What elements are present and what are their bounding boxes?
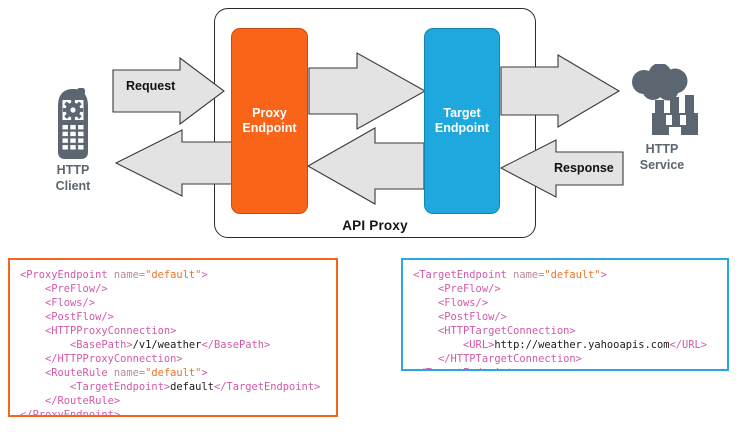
target-endpoint-code-panel[interactable]: <TargetEndpoint name="default"> <PreFlow… [401,258,729,371]
code-token-attr: name= [513,269,545,281]
target-endpoint-node[interactable]: Target Endpoint [424,28,500,214]
code-token-tag: <HTTPTargetConnection> [413,325,576,337]
code-token-attr: name= [113,367,146,379]
code-token-tag: <TargetEndpoint [413,269,514,281]
code-token-tag: > [201,269,208,281]
factory-cloud-icon [632,64,698,136]
proxy-endpoint-node[interactable]: Proxy Endpoint [231,28,308,214]
code-token-tag: </RouteRule> [20,395,121,407]
arrow-label-request: Request [126,79,176,93]
factory-shape [652,95,698,136]
code-token-tag: <PreFlow/> [20,283,108,295]
code-token-txt: http://weather.yahooapis.com [494,339,670,351]
code-token-tag: </TargetEndpoint> [413,367,519,369]
code-token-tag: </TargetEndpoint> [213,381,321,393]
arrow-label-response: Response [554,161,614,175]
code-token-val: "default" [145,367,202,379]
code-token-tag: <HTTPProxyConnection> [20,325,177,337]
code-token-tag: </ProxyEndpoint> [20,409,121,417]
code-token-tag: <TargetEndpoint> [20,381,171,393]
code-token-tag: <ProxyEndpoint [20,269,114,281]
proxy-endpoint-code-panel[interactable]: <ProxyEndpoint name="default"> <PreFlow/… [8,258,338,417]
code-token-tag: <Flows/> [413,297,489,309]
code-token-tag: > [201,367,208,379]
code-token-tag: <PostFlow/> [20,311,114,323]
code-token-tag: <Flows/> [20,297,96,309]
mobile-phone-gear-icon [58,88,88,159]
code-token-tag: <URL> [413,339,495,351]
code-token-tag: <PostFlow/> [413,311,507,323]
code-token-tag: </BasePath> [201,339,271,351]
http-service-label: HTTP Service [639,142,685,172]
code-token-tag: </URL> [669,339,708,351]
code-token-tag: </HTTPProxyConnection> [20,353,183,365]
code-token-txt: default [170,381,214,393]
code-token-attr: name= [113,269,146,281]
code-token-tag: <BasePath> [20,339,133,351]
api-proxy-label: API Proxy [342,218,408,233]
code-token-tag: <RouteRule [20,367,114,379]
http-client-label: HTTP Client [55,163,91,193]
code-token-tag: </HTTPTargetConnection> [413,353,582,365]
code-token-val: "default" [145,269,202,281]
cloud-shape [632,64,688,101]
code-token-tag: <PreFlow/> [413,283,501,295]
code-token-val: "default" [544,269,601,281]
target-endpoint-label: Target Endpoint [434,105,490,135]
code-token-tag: > [600,269,607,281]
code-token-txt: /v1/weather [132,339,202,351]
proxy-endpoint-label: Proxy Endpoint [242,105,297,135]
